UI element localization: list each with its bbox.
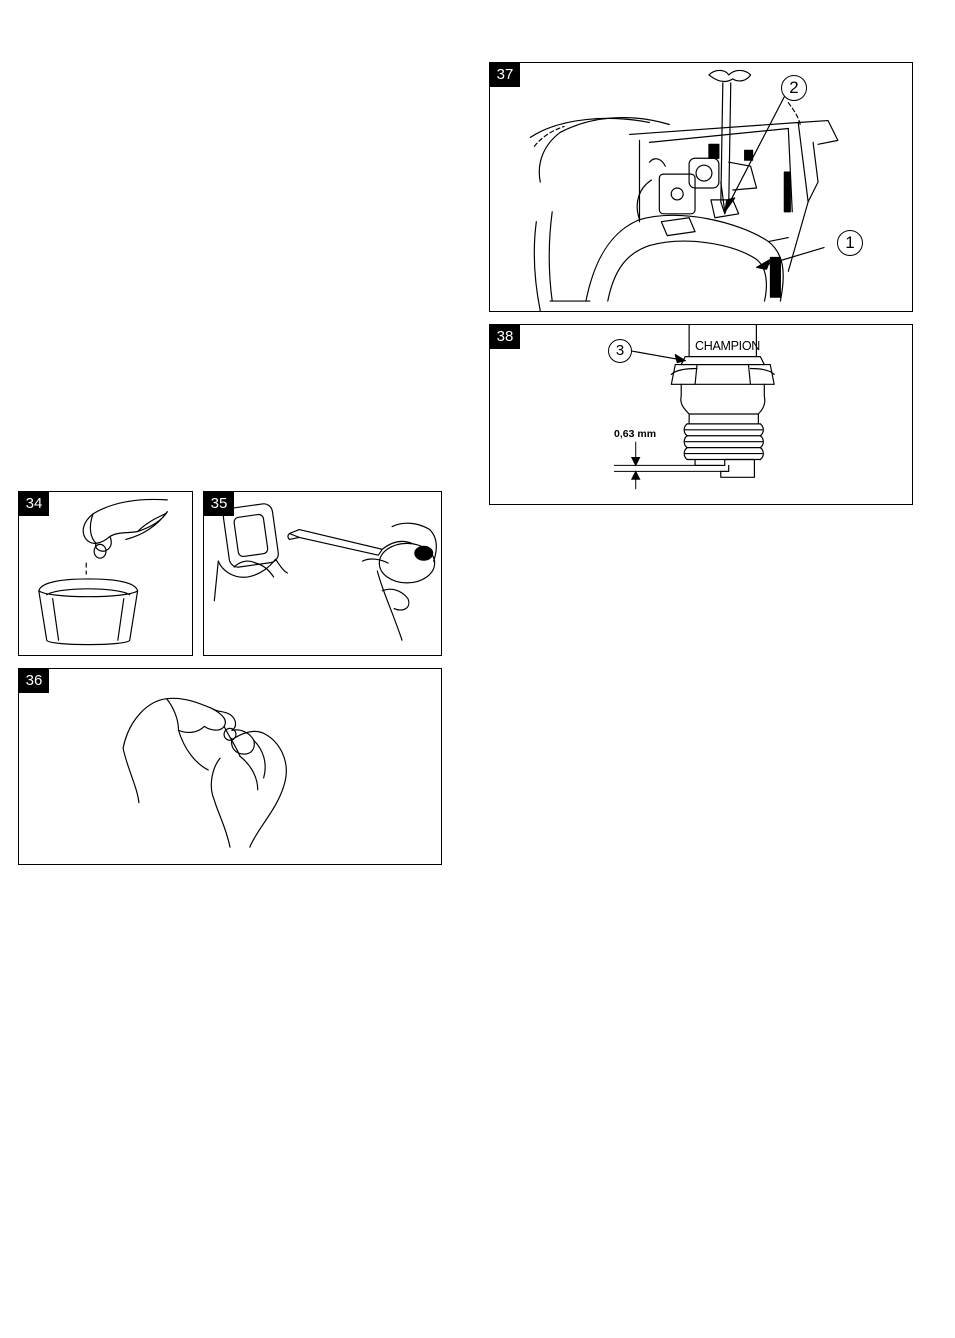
figure-37: 37 [489,62,913,312]
figure-37-number: 37 [490,63,520,87]
hands-drip-icon [19,492,192,655]
hands-squeeze-icon [19,669,441,864]
air-filter-icon [204,492,441,655]
figure-34-number: 34 [19,492,49,516]
figure-36-number: 36 [19,669,49,693]
figure-35: 35 [203,491,442,656]
gap-arrow-icon [614,442,721,489]
figure-34: 34 [18,491,193,656]
figure-35-number: 35 [204,492,234,516]
carburetor-screwdriver-icon [490,63,912,311]
gap-measurement-label: 0,63 mm [614,428,656,440]
spark-plug-brand-label: CHAMPION [695,339,760,353]
oil-can-icon [288,523,436,640]
figure-36: 36 [18,668,442,865]
figure-38-number: 38 [490,325,520,349]
figure-37-callout-1: 1 [837,230,863,256]
figure-38: 38 [489,324,913,505]
figure-37-callout-2: 2 [781,75,807,101]
figure-38-callout-3: 3 [608,339,632,363]
